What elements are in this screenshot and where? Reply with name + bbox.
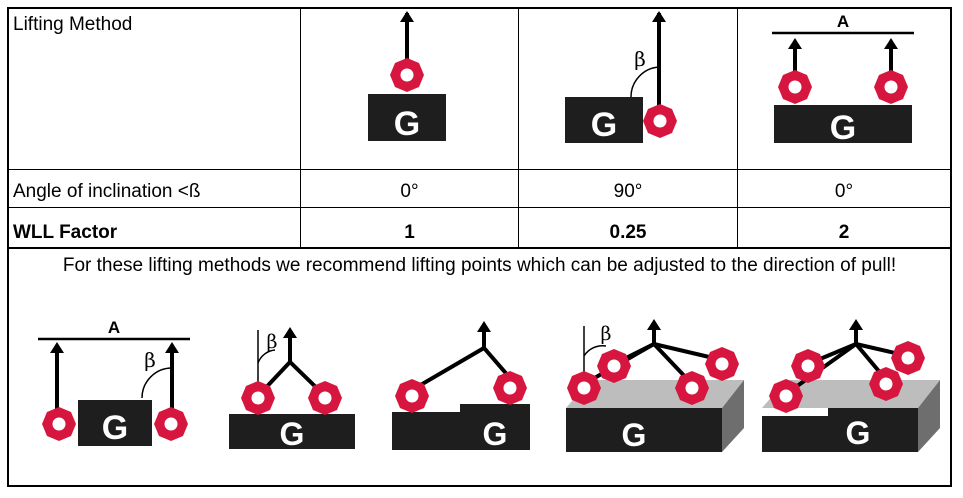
column-divider bbox=[518, 9, 519, 248]
wll-factor-label: WLL Factor bbox=[13, 222, 118, 243]
lifting-eye-icon bbox=[42, 407, 76, 441]
four-leg-stepped-diagram: G bbox=[762, 319, 940, 452]
span-label: A bbox=[108, 318, 120, 337]
angled-two-point-diagram: A β G bbox=[38, 318, 190, 447]
span-label: A bbox=[837, 12, 849, 31]
row-divider bbox=[9, 207, 950, 208]
lifting-eye-icon bbox=[241, 381, 275, 415]
stepped-load-sling-diagram: G bbox=[392, 321, 530, 452]
lifting-eye-icon bbox=[308, 381, 342, 415]
angle-value: 0° bbox=[400, 181, 419, 202]
recommendation-note: For these lifting methods we recommend l… bbox=[62, 255, 897, 276]
wll-value: 0.25 bbox=[609, 222, 647, 243]
lifting-eye-icon bbox=[705, 347, 739, 381]
load-label: G bbox=[846, 415, 871, 451]
load-block bbox=[762, 408, 918, 452]
lifting-eye-icon bbox=[891, 341, 925, 375]
lifting-eye-icon bbox=[643, 104, 677, 138]
angle-value: 90° bbox=[613, 181, 643, 202]
angle-label: Angle of inclination <ß bbox=[13, 181, 201, 202]
wll-value: 2 bbox=[838, 222, 850, 243]
angle-symbol: β bbox=[634, 47, 646, 71]
load-block bbox=[229, 414, 355, 449]
load-label: G bbox=[280, 416, 305, 452]
lifting-eye-icon bbox=[869, 367, 903, 401]
lifting-eye-icon bbox=[567, 371, 601, 405]
lifting-eye-icon bbox=[395, 379, 429, 413]
vertical-lift-diagram: G bbox=[368, 11, 446, 143]
two-leg-sling-diagram: β G bbox=[229, 327, 355, 452]
row-divider bbox=[9, 247, 950, 249]
load-block bbox=[368, 94, 446, 141]
load-block bbox=[78, 400, 152, 446]
lifting-eye-icon bbox=[390, 58, 424, 92]
four-leg-platform-diagram: β G bbox=[566, 319, 744, 453]
lifting-eye-icon bbox=[493, 371, 527, 405]
load-label: G bbox=[102, 409, 128, 447]
load-label: G bbox=[830, 109, 856, 147]
lifting-table bbox=[7, 7, 952, 487]
two-point-lift-diagram: A G bbox=[772, 12, 914, 147]
column-divider bbox=[737, 9, 738, 248]
load-label: G bbox=[483, 416, 508, 452]
wll-value: 1 bbox=[404, 222, 415, 243]
angle-symbol: β bbox=[267, 331, 278, 353]
angle-symbol: β bbox=[144, 348, 156, 372]
angle-value: 0° bbox=[834, 181, 854, 202]
side-lift-diagram: β G bbox=[565, 11, 677, 144]
load-label: G bbox=[591, 106, 617, 144]
load-block bbox=[392, 404, 530, 450]
lifting-eye-icon bbox=[791, 349, 825, 383]
angle-symbol: β bbox=[601, 323, 612, 345]
lifting-eye-icon bbox=[154, 407, 188, 441]
load-block bbox=[566, 408, 722, 452]
lifting-eye-icon bbox=[769, 379, 803, 413]
lifting-eye-icon bbox=[874, 70, 908, 104]
lifting-eye-icon bbox=[675, 371, 709, 405]
load-label: G bbox=[394, 105, 420, 143]
lifting-method-label: Lifting Method bbox=[13, 14, 133, 35]
column-divider bbox=[300, 9, 301, 248]
load-block bbox=[774, 105, 912, 143]
load-block bbox=[565, 97, 643, 143]
row-divider bbox=[9, 169, 950, 170]
load-label: G bbox=[622, 417, 647, 453]
lifting-eye-icon bbox=[778, 70, 812, 104]
lifting-eye-icon bbox=[597, 349, 631, 383]
